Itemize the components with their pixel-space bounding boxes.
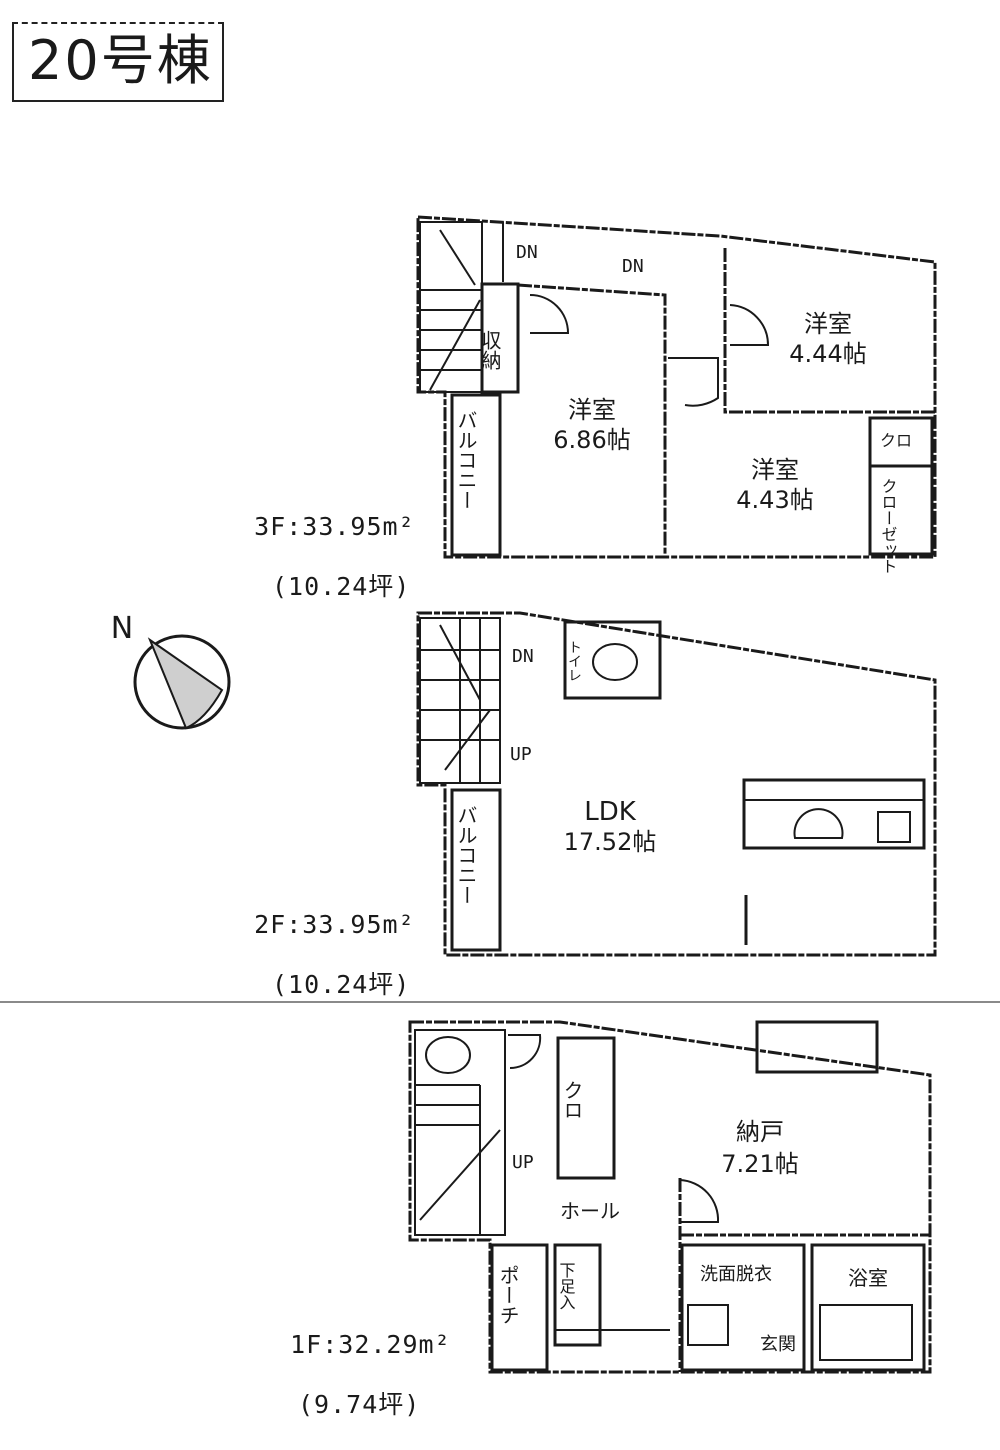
stairs-dn-label: DN <box>516 242 538 263</box>
door-swing <box>729 304 770 346</box>
door-swing <box>668 357 719 407</box>
door-swing <box>679 1179 720 1223</box>
stairs-icon <box>414 1029 506 1236</box>
storage-label: 収納 <box>478 330 502 370</box>
stairs-up-label: UP <box>510 744 532 765</box>
door-swing <box>508 1034 542 1070</box>
bathroom <box>810 1243 926 1372</box>
room-storage-name: 納戸 <box>736 1118 784 1146</box>
washroom-label: 洗面脱衣 <box>700 1264 772 1285</box>
floor-3f-area-tsubo: (10.24坪) <box>272 572 411 601</box>
room-ldk-name: LDK <box>584 797 637 827</box>
closet-label: クローゼット <box>879 478 898 574</box>
room-storage-size: 7.21帖 <box>721 1150 798 1178</box>
floor-plan-1f: UP クロ 納戸 7.21帖 ホール ポーチ 下足入 洗面脱衣 玄関 浴室 <box>408 1020 932 1374</box>
room-3f-western-c-name: 洋室 <box>751 456 799 484</box>
hall-dn-label: DN <box>622 256 644 277</box>
stairs-icon <box>419 617 501 784</box>
stairs-up-label: UP <box>512 1152 534 1173</box>
room-3f-western-c-size: 4.43帖 <box>736 486 813 514</box>
compass-north-label: N <box>111 611 133 646</box>
compass-icon: N <box>111 611 231 730</box>
closet-1f-label: クロ <box>560 1080 584 1120</box>
toilet-icon <box>592 643 638 681</box>
kitchen-counter <box>742 778 926 850</box>
toilet-icon <box>425 1036 471 1074</box>
walk-in-closet <box>868 464 934 556</box>
sink-icon <box>793 808 844 839</box>
floor-1f-area-tsubo: (9.74坪) <box>298 1390 421 1419</box>
shoe-cabinet <box>553 1243 602 1347</box>
balcony-3f <box>450 393 502 557</box>
floor-plan-drawing: N DN DN 収納 バルコニー 洋室 6.86帖 <box>111 215 937 1374</box>
floor-2f-area-tsubo: (10.24坪) <box>272 970 411 999</box>
washbasin-icon <box>687 1304 729 1346</box>
toilet-label: トイレ <box>566 640 582 682</box>
porch <box>490 1243 549 1372</box>
balcony-3f-label: バルコニー <box>454 410 478 510</box>
storage-closet <box>480 282 520 394</box>
floor-3f-area: 3F:33.95m² (10.24坪) <box>222 482 415 632</box>
porch-label: ポーチ <box>496 1265 520 1325</box>
door-swing <box>529 294 570 334</box>
floor-1f-area-sqm: 1F:32.29m² <box>290 1330 451 1359</box>
closet-1f <box>556 1036 616 1180</box>
floor-3f-area-sqm: 3F:33.95m² <box>254 512 415 541</box>
bathtub-icon <box>819 1304 913 1361</box>
toilet-room <box>563 620 662 700</box>
stove-icon <box>877 811 911 843</box>
balcony-2f-label: バルコニー <box>454 805 478 905</box>
floor-plan-3f: DN DN 収納 バルコニー 洋室 6.86帖 洋室 4.44帖 洋室 4.43… <box>416 215 937 574</box>
stairs-dn-label: DN <box>512 646 534 667</box>
entrance-label: 玄関 <box>760 1334 796 1355</box>
room-3f-western-a-size: 6.86帖 <box>553 426 630 454</box>
bath-label: 浴室 <box>848 1266 888 1290</box>
room-3f-western-a-name: 洋室 <box>568 396 616 424</box>
building-title: 20号棟 <box>28 29 213 92</box>
section-divider <box>0 1001 1000 1003</box>
room-ldk-size: 17.52帖 <box>564 828 657 856</box>
balcony-2f <box>450 788 502 952</box>
floor-plan-2f: DN UP トイレ バルコニー LDK 17.52帖 <box>416 611 937 957</box>
room-hall-name: ホール <box>560 1199 620 1223</box>
room-3f-western-b-size: 4.44帖 <box>789 340 866 368</box>
building-title-box: 20号棟 <box>12 22 224 102</box>
outdoor-unit <box>755 1020 879 1074</box>
room-3f-western-b-name: 洋室 <box>804 310 852 338</box>
shoe-cabinet-label: 下足入 <box>557 1262 576 1310</box>
closet-small-label: クロ <box>880 431 912 450</box>
floor-2f-area-sqm: 2F:33.95m² <box>254 910 415 939</box>
washroom <box>680 1243 806 1372</box>
floor-2f-area: 2F:33.95m² (10.24坪) <box>222 880 415 1030</box>
